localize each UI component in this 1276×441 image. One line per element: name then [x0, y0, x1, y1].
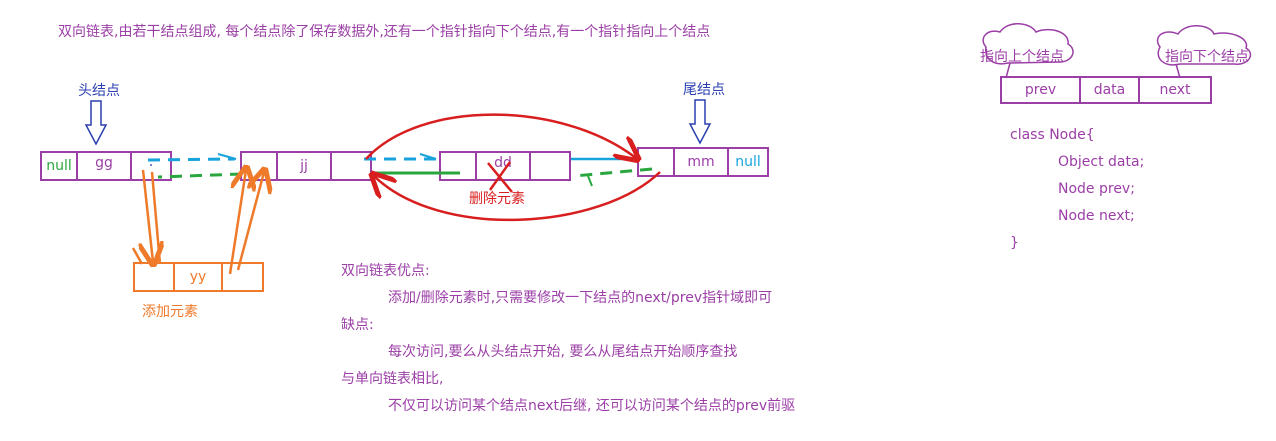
compare-title: 与单向链表相比,: [341, 371, 444, 387]
head-node-label: 头结点: [78, 83, 120, 99]
prev-note: 指向上个结点: [980, 49, 1064, 65]
legend-prev-cell: prev: [1024, 82, 1057, 98]
legend-next-cell: next: [1159, 82, 1191, 98]
cons-title: 缺点:: [341, 317, 374, 333]
compare-text: 不仅可以访问某个结点next后继, 还可以访问某个结点的prev前驱: [388, 398, 796, 414]
prev-note-bubble: [982, 23, 1074, 65]
legend-data-cell: data: [1093, 82, 1126, 98]
pros-text: 添加/删除元素时,只需要修改一下结点的next/prev指针域即可: [388, 290, 773, 306]
bypass-prev-curve: [374, 172, 661, 222]
node-gg-data: gg: [95, 155, 113, 171]
code-line-3: Node prev;: [1058, 181, 1135, 197]
add-element-arrows: [131, 170, 264, 275]
node-mm-data: mm: [687, 154, 715, 170]
code-line-4: Node next;: [1058, 208, 1135, 224]
delete-element-label: 删除元素: [469, 191, 525, 207]
node-structure-legend: prev data next: [1000, 76, 1212, 104]
code-line-2: Object data;: [1058, 154, 1145, 170]
prev-link-jj-gg: [157, 172, 243, 179]
add-element-label: 添加元素: [142, 304, 198, 320]
node-jj-data: jj: [300, 158, 308, 174]
node-gg: null gg .: [40, 151, 172, 181]
node-gg-next: .: [148, 154, 154, 170]
node-mm: mm null: [637, 147, 769, 177]
next-link-gg-jj: [147, 157, 236, 162]
next-note-bubble: [1156, 25, 1252, 66]
tail-node-label: 尾结点: [683, 82, 725, 98]
node-yy-new: yy: [133, 262, 264, 292]
node-yy-data: yy: [189, 269, 207, 285]
pros-title: 双向链表优点:: [341, 263, 430, 279]
node-gg-prev: null: [46, 158, 72, 174]
cons-text: 每次访问,要么从头结点开始, 要么从尾结点开始顺序查找: [388, 344, 738, 360]
head-down-arrow: [84, 100, 108, 146]
node-mm-next: null: [735, 154, 761, 170]
code-line-1: class Node{: [1010, 127, 1095, 143]
code-line-5: }: [1010, 235, 1019, 251]
bypass-next-curve: [365, 113, 636, 159]
diagram-title: 双向链表,由若干结点组成, 每个结点除了保存数据外,还有一个指针指向下个结点,有…: [58, 24, 711, 40]
next-note: 指向下个结点: [1165, 49, 1249, 65]
tail-down-arrow: [688, 99, 712, 145]
delete-cross: [487, 161, 513, 193]
prev-link-mm-dd: [573, 167, 653, 178]
